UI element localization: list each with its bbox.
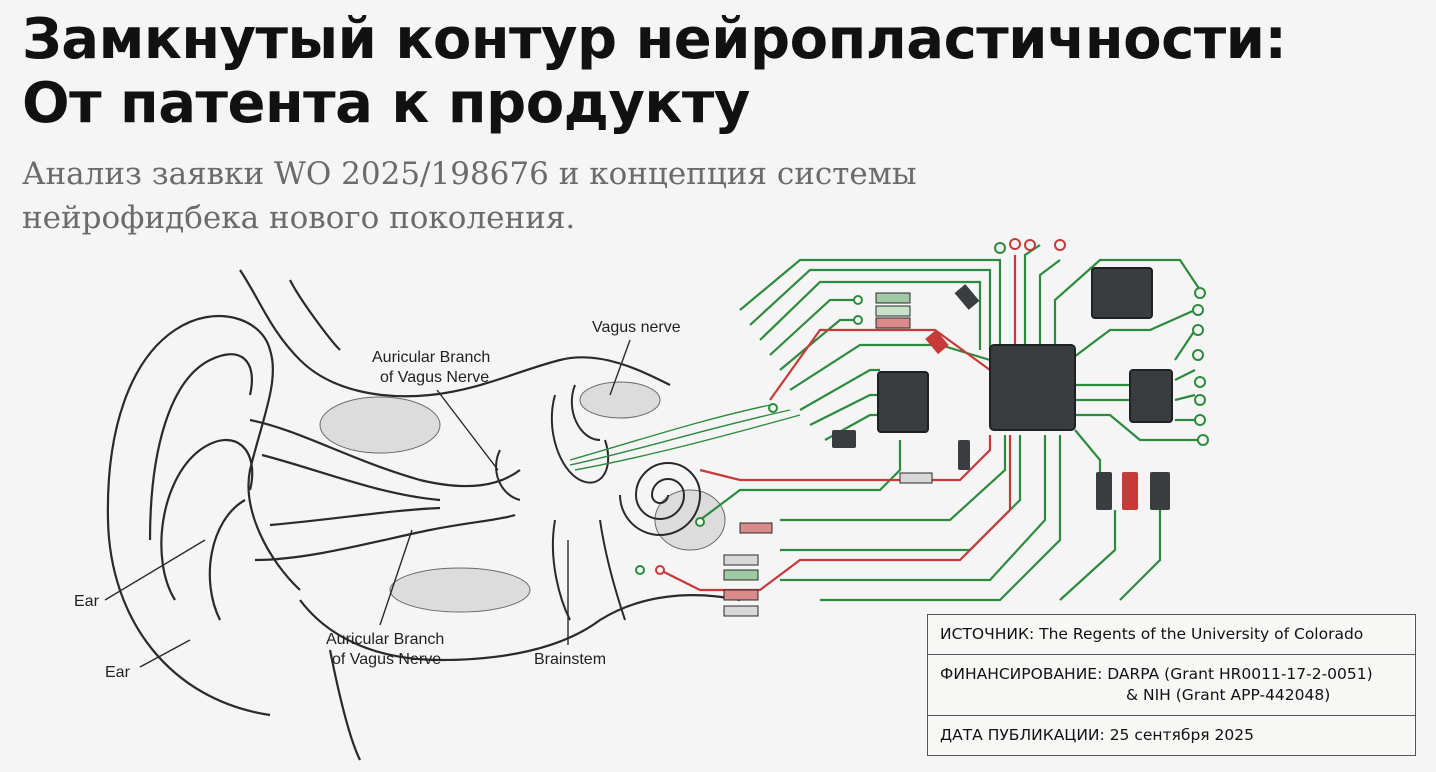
trace-pads xyxy=(635,238,1209,575)
label-auricular-top-2: of Vagus Nerve xyxy=(380,369,489,386)
label-auricular-top-1: Auricular Branch xyxy=(372,349,490,366)
source-value: The Regents of the University of Colorad… xyxy=(1039,625,1364,643)
resistors xyxy=(723,292,933,617)
label-ear-2: Ear xyxy=(105,664,131,681)
nerve-fibers xyxy=(569,404,801,471)
pointer-lines xyxy=(104,339,631,668)
source-label: ИСТОЧНИК: xyxy=(940,625,1035,643)
funding-value-1: DARPA (Grant HR0011-17-2-0051) xyxy=(1107,665,1373,683)
label-auricular-bottom-2: of Vagus Nerve xyxy=(332,651,441,668)
page-subtitle: Анализ заявки WO 2025/198676 и концепция… xyxy=(22,152,1022,240)
ear-anatomy xyxy=(106,269,741,761)
date-value: 25 сентября 2025 xyxy=(1109,726,1254,744)
title-line-1: Замкнутый контур нейропластичности: xyxy=(22,7,1287,72)
label-ear-1: Ear xyxy=(74,593,100,610)
title-line-2: От патента к продукту xyxy=(22,71,750,136)
info-box: ИСТОЧНИК: The Regents of the University … xyxy=(927,614,1416,756)
subtitle-line-1: Анализ заявки WO 2025/198676 и концепция… xyxy=(22,156,917,192)
funding-value-2: & NIH (Grant APP-442048) xyxy=(1126,686,1331,704)
info-date-row: ДАТА ПУБЛИКАЦИИ: 25 сентября 2025 xyxy=(928,716,1415,755)
page-title: Замкнутый контур нейропластичности: От п… xyxy=(22,8,1402,136)
subtitle-line-2: нейрофидбека нового поколения. xyxy=(22,200,576,236)
label-auricular-bottom-1: Auricular Branch xyxy=(326,631,444,648)
info-funding-row: ФИНАНСИРОВАНИЕ: DARPA (Grant HR0011-17-2… xyxy=(928,655,1415,716)
ear-circuit-illustration: Vagus nerve Auricular Branch of Vagus Ne… xyxy=(74,238,1209,761)
date-label: ДАТА ПУБЛИКАЦИИ: xyxy=(940,726,1105,744)
cochlea xyxy=(495,384,702,621)
funding-label: ФИНАНСИРОВАНИЕ: xyxy=(940,665,1103,683)
label-brainstem: Brainstem xyxy=(534,651,606,668)
info-source-row: ИСТОЧНИК: The Regents of the University … xyxy=(928,615,1415,655)
chips xyxy=(832,267,1173,510)
label-vagus-nerve: Vagus nerve xyxy=(592,319,681,336)
bone-texture xyxy=(319,381,726,613)
